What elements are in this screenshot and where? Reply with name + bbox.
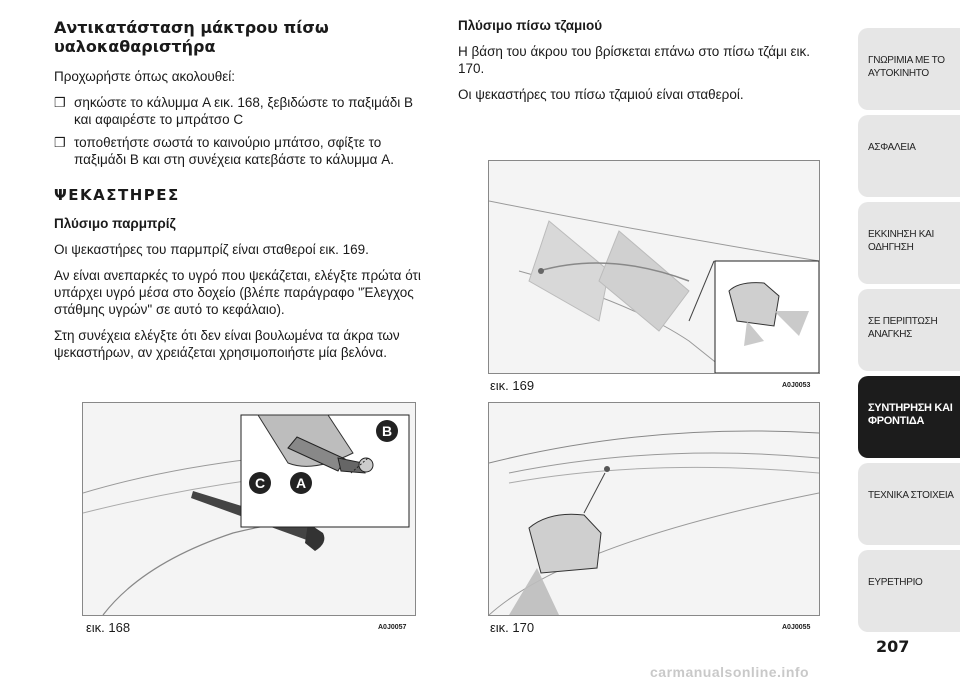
figure-169-caption: εικ. 169 xyxy=(490,378,535,393)
checkbox-bullet-icon: ❒ xyxy=(54,135,66,150)
figure-170-code: A0J0055 xyxy=(782,624,811,631)
paragraph: Στη συνέχεια ελέγξτε ότι δεν είναι βουλω… xyxy=(54,328,400,360)
bullet-text: τοποθετήστε σωστά το καινούριο μπάτσο, σ… xyxy=(74,135,394,167)
label-c-marker xyxy=(249,472,271,494)
windscreen-washing-heading: Πλύσιμο παρμπρίζ xyxy=(54,216,176,231)
paragraph: Οι ψεκαστήρες του πίσω τζαμιού είναι στα… xyxy=(458,87,744,102)
bullet-item: ❒ σηκώστε το κάλυμμα A εικ. 168, ξεβιδώσ… xyxy=(54,94,434,128)
bullet-item: ❒ τοποθετήστε σωστά το καινούριο μπάτσο,… xyxy=(54,134,434,168)
figure-168-caption: εικ. 168 xyxy=(86,620,131,635)
right-column: Πλύσιμο πίσω τζαμιού Η βάση του άκρου το… xyxy=(458,18,828,112)
watermark: carmanualsonline.info xyxy=(650,664,810,680)
paragraph: Οι ψεκαστήρες του παρμπρίζ είναι σταθερο… xyxy=(54,242,369,257)
rear-window-washer-drawing xyxy=(489,430,819,615)
tab-technical-data[interactable]: ΤΕΧΝΙΚΑ ΣΤΟΙΧΕΙΑ xyxy=(858,463,960,545)
rear-window-washing-heading: Πλύσιμο πίσω τζαμιού xyxy=(458,18,603,33)
tab-safety[interactable]: ΑΣΦΑΛΕΙΑ xyxy=(858,115,960,197)
figure-169-code: A0J0053 xyxy=(782,382,811,389)
tab-getting-to-know[interactable]: ΓΝΩΡΙΜΙΑ ΜΕ ΤΟ ΑΥΤΟΚΙΝΗΤΟ xyxy=(858,28,960,110)
tab-maintenance-care[interactable]: ΣΥΝΤΗΡΗΣΗ ΚΑΙ ΦΡΟΝΤΙΔΑ xyxy=(858,376,960,458)
label-a-marker xyxy=(290,472,312,494)
figure-169-illustration xyxy=(488,160,820,374)
paragraph: Η βάση του άκρου του βρίσκεται επάνω στο… xyxy=(458,44,811,76)
figure-168-illustration: B C A xyxy=(82,402,416,616)
figure-170-caption: εικ. 170 xyxy=(490,620,535,635)
label-c: C xyxy=(255,475,265,491)
paragraph: Αν είναι ανεπαρκές το υγρό που ψεκάζεται… xyxy=(54,268,421,317)
windscreen-washer-drawing xyxy=(489,200,819,373)
washers-section-heading: ΨΕΚΑΣΤΗΡΕΣ xyxy=(54,186,180,204)
label-b: B xyxy=(382,423,392,439)
page-number: 207 xyxy=(876,637,910,656)
tab-emergency[interactable]: ΣΕ ΠΕΡΙΠΤΩΣΗ ΑΝΑΓΚΗΣ xyxy=(858,289,960,371)
bullet-text: σηκώστε το κάλυμμα A εικ. 168, ξεβιδώστε… xyxy=(74,95,413,127)
checkbox-bullet-icon: ❒ xyxy=(54,95,66,110)
figure-170-illustration xyxy=(488,402,820,616)
figure-168-code: A0J0057 xyxy=(378,624,407,631)
wiper-blade-heading: Αντικατάσταση μάκτρου πίσω υαλοκαθαριστή… xyxy=(54,18,329,56)
label-b-marker xyxy=(376,420,398,442)
wiper-arm-drawing: B C A xyxy=(83,414,410,615)
left-column: Αντικατάσταση μάκτρου πίσω υαλοκαθαριστή… xyxy=(54,18,434,370)
label-a: A xyxy=(296,475,306,491)
intro-text: Προχωρήστε όπως ακολουθεί: xyxy=(54,69,236,84)
tab-index[interactable]: ΕΥΡΕΤΗΡΙΟ xyxy=(858,550,960,632)
tab-starting-driving[interactable]: ΕΚΚΙΝΗΣΗ ΚΑΙ ΟΔΗΓΗΣΗ xyxy=(858,202,960,284)
